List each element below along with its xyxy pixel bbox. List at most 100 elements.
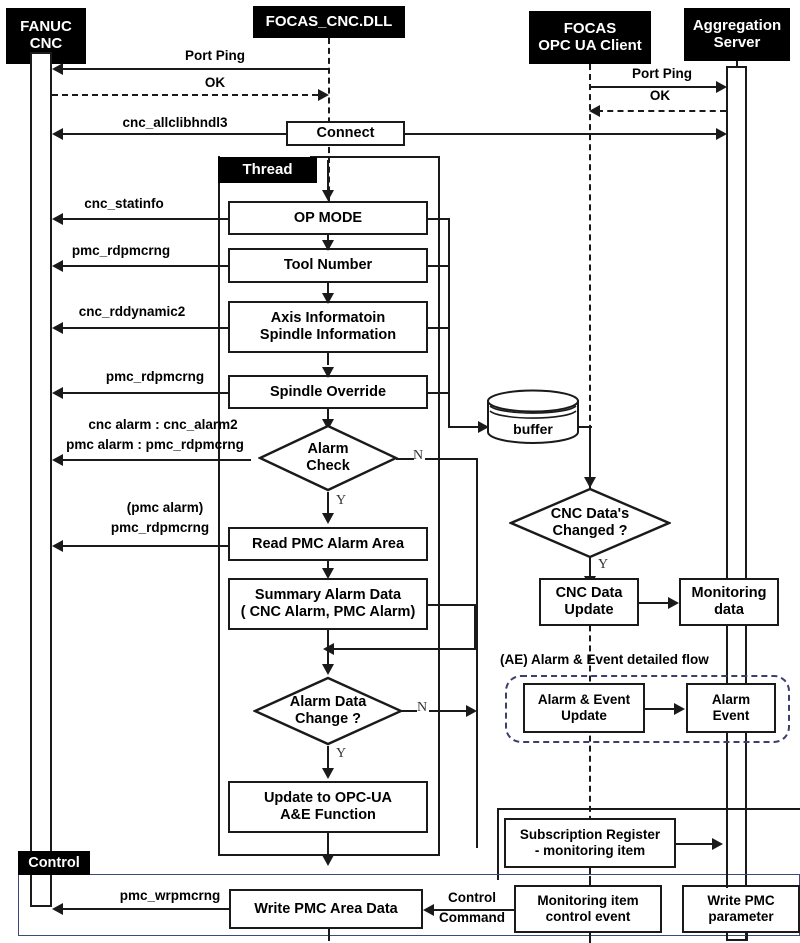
arrow-ok-right-line	[597, 110, 726, 112]
actor-opcua-client-line2: OPC UA Client	[538, 36, 642, 54]
actor-fanuc-cnc-line1: FANUC	[20, 18, 72, 36]
node-write-pmc-parameter: Write PMC parameter	[682, 885, 800, 933]
subscription-top-frame	[497, 808, 800, 810]
arrow-thread-entry-line	[327, 160, 329, 193]
connector-spindle-to-alarmcheck	[327, 409, 329, 423]
decision-cnc-changed-line2: Changed ?	[552, 523, 628, 539]
activation-bar-fanuc-cnc	[30, 52, 52, 907]
merge-n-to-center-line	[332, 648, 476, 650]
buffer-to-cncchanged-head	[584, 477, 596, 488]
node-write-pmc-param-line1: Write PMC	[707, 893, 775, 909]
node-subscription-register: Subscription Register - monitoring item	[504, 818, 676, 868]
actor-focas-opcua-client: FOCAS OPC UA Client	[529, 11, 651, 64]
actor-focas-dll: FOCAS_CNC.DLL	[253, 6, 405, 38]
arrow-pmc-rdpmcrng-1-head	[52, 260, 63, 272]
label-port-ping-left: Port Ping	[185, 48, 245, 63]
branch-alarm-change-n-line1	[401, 710, 417, 712]
node-subscription-line1: Subscription Register	[519, 827, 661, 843]
node-axis-information-line1: Axis Informatoin	[270, 310, 386, 327]
branch-alarm-change-n-line2	[429, 710, 469, 712]
branch-alarm-change-n-label: N	[416, 700, 428, 715]
arrow-cnc-allclibhndl3-line	[61, 133, 286, 135]
label-cnc-allclibhndl3: cnc_allclibhndl3	[122, 115, 228, 130]
node-spindle-override: Spindle Override	[228, 375, 428, 409]
node-monitoring-data-line2: data	[714, 602, 744, 618]
actor-aggregation-server-line2: Server	[713, 33, 761, 51]
branch-alarm-check-y-line	[327, 492, 329, 517]
actor-aggregation-server: Aggregation Server	[684, 8, 790, 61]
arrow-port-ping-right-head	[716, 81, 727, 93]
node-spindle-information-line2: Spindle Information	[259, 327, 397, 343]
actor-opcua-client-line1: FOCAS	[563, 19, 617, 37]
label-cnc-rddynamic2: cnc_rddynamic2	[78, 304, 186, 319]
group-label-thread: Thread	[218, 157, 317, 183]
arrow-cncupdate-to-monitoring-head	[668, 597, 679, 609]
group-label-thread-text: Thread	[242, 160, 293, 178]
node-cnc-data-update-line2: Update	[564, 602, 614, 618]
node-op-mode-label: OP MODE	[293, 209, 363, 226]
label-cnc-alarm-line2: pmc alarm : pmc_rdpmcrng	[66, 437, 244, 452]
node-cnc-data-update: CNC Data Update	[539, 578, 639, 626]
branch-alarm-check-y-head	[322, 513, 334, 524]
arrow-ok-right-head	[589, 105, 600, 117]
decision-alarm-check: Alarm Check	[258, 424, 398, 492]
connector-spindle-to-alarmcheck-head	[322, 419, 334, 430]
node-monitoring-control-line1: Monitoring item	[537, 893, 639, 909]
label-cnc-alarm-line1: cnc alarm : cnc_alarm2	[88, 417, 238, 432]
arrow-ok-left-line	[52, 94, 318, 96]
subscription-left-frame	[497, 808, 499, 880]
node-write-pmc-param-line2: parameter	[708, 909, 774, 924]
arrow-control-command-line	[432, 909, 514, 911]
label-cnc-statinfo: cnc_statinfo	[84, 196, 164, 211]
node-update-opcua-ae: Update to OPC-UA A&E Function	[228, 781, 428, 833]
arrow-thread-entry-head	[322, 190, 334, 201]
actor-focas-dll-label: FOCAS_CNC.DLL	[265, 12, 393, 30]
node-buffer: buffer	[485, 389, 581, 444]
node-summary-alarm-line1: Summary Alarm Data	[254, 587, 402, 604]
arrow-cnc-alarm-line	[61, 459, 251, 461]
label-ok-right: OK	[649, 88, 671, 103]
collector-stub-opmode	[428, 218, 450, 220]
actor-fanuc-cnc-line2: CNC	[29, 35, 63, 52]
arrow-cnc-statinfo-head	[52, 213, 63, 225]
lifeline-focas-dll-lower	[328, 147, 330, 212]
branch-alarm-change-y-label: Y	[335, 746, 347, 761]
decision-alarm-data-change: Alarm Data Change ?	[253, 676, 403, 746]
label-control-command-line1: Control	[448, 890, 496, 905]
node-monitoring-item-control-event: Monitoring item control event	[514, 885, 662, 933]
node-alarm-event-update: Alarm & Event Update	[523, 683, 645, 733]
node-tool-number-label: Tool Number	[283, 257, 373, 274]
node-read-pmc-alarm-area: Read PMC Alarm Area	[228, 527, 428, 561]
decision-cnc-data-changed: CNC Data's Changed ?	[509, 487, 671, 559]
node-tool-number: Tool Number	[228, 248, 428, 283]
link-writepmc-down-right	[746, 933, 748, 941]
node-monitoring-data: Monitoring data	[679, 578, 779, 626]
arrow-pmc-wrpmcrng-line	[61, 908, 231, 910]
label-pmc-alarm-line1: (pmc alarm)	[126, 500, 204, 515]
arrow-cnc-allclibhndl3-head	[52, 128, 63, 140]
connector-axis-to-spindle-head	[322, 367, 334, 378]
decision-cnc-changed-line1: CNC Data's	[550, 506, 630, 523]
connector-opmode-to-tool	[327, 235, 329, 243]
connector-update-opcua-down	[327, 833, 329, 863]
label-pmc-wrpmcrng: pmc_wrpmcrng	[119, 888, 221, 903]
node-ae-update-line2: Update	[561, 708, 607, 723]
collector-vertical	[448, 218, 450, 428]
arrow-cnc-rddynamic2-line	[61, 327, 228, 329]
node-monitoring-control-line2: control event	[545, 909, 631, 924]
arrow-connect-to-server-line	[405, 133, 721, 135]
node-connect: Connect	[286, 121, 405, 146]
arrow-cnc-statinfo-line	[61, 218, 228, 220]
branch-alarm-check-n-vertical	[476, 458, 478, 848]
arrow-pmc-rdpmcrng-2-line	[61, 392, 228, 394]
branch-cnc-changed-y-label: Y	[597, 557, 609, 572]
label-control-command-line2: Command	[438, 910, 505, 925]
branch-alarm-check-n-line2	[425, 458, 478, 460]
node-op-mode: OP MODE	[228, 201, 428, 235]
arrow-pmc-wrpmcrng-head	[52, 903, 63, 915]
label-port-ping-right: Port Ping	[632, 66, 692, 81]
arrow-cnc-alarm-head	[52, 454, 63, 466]
node-connect-label: Connect	[316, 125, 375, 142]
node-monitoring-data-line1: Monitoring	[691, 585, 767, 602]
